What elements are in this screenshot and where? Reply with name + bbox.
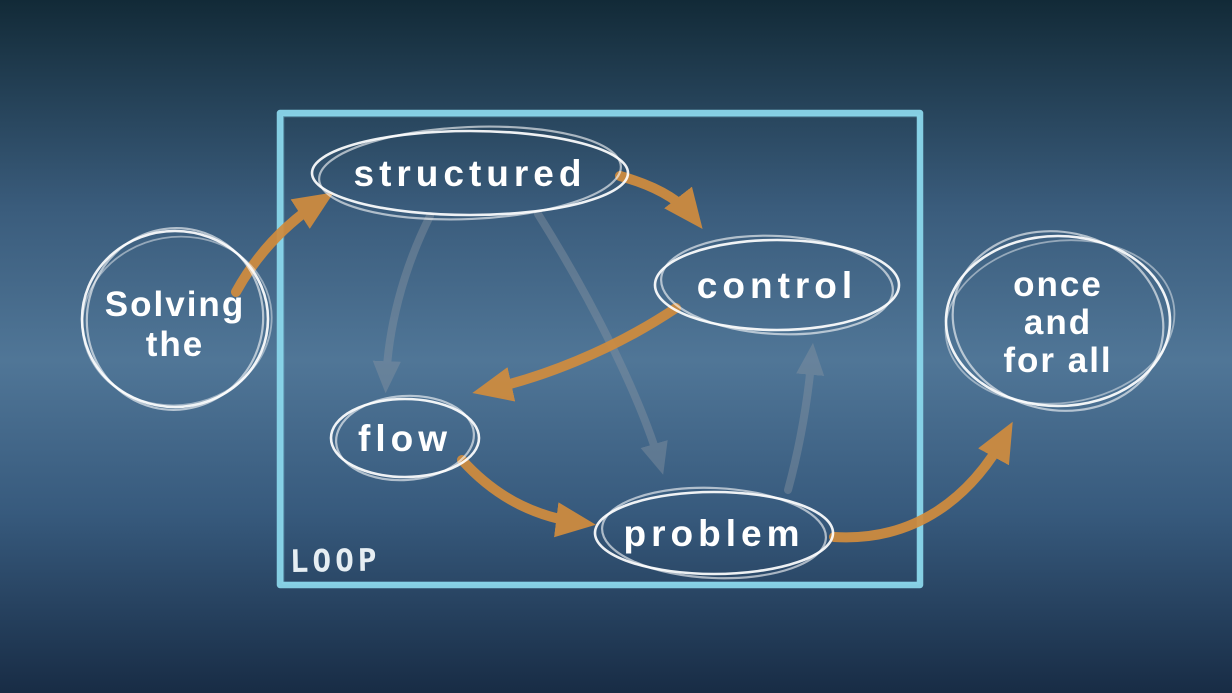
node-outline bbox=[329, 397, 481, 479]
node-outline-sketch bbox=[318, 125, 622, 221]
node-label: once bbox=[1013, 265, 1103, 304]
loop-box: LOOP bbox=[276, 109, 924, 589]
node-outline-sketch bbox=[944, 239, 1176, 405]
node-structured: structured bbox=[310, 125, 630, 221]
node-label: control bbox=[697, 265, 857, 306]
node-outline-sketch bbox=[85, 227, 265, 411]
node-outline-sketch bbox=[81, 235, 273, 407]
node-label: structured bbox=[354, 153, 587, 194]
node-outline-sketch bbox=[951, 230, 1165, 412]
node-outline bbox=[593, 490, 835, 576]
node-label: for all bbox=[1003, 341, 1112, 380]
faded-arrow-problem-to-control bbox=[784, 342, 825, 494]
node-outline-sketch bbox=[660, 234, 894, 336]
arrow-control-to-flow bbox=[472, 303, 681, 402]
node-label: the bbox=[146, 325, 205, 364]
arrow-problem-to-once bbox=[829, 421, 1013, 543]
node-flow: flow bbox=[329, 394, 481, 482]
loop-box-border-sketch bbox=[281, 114, 921, 585]
node-outline-sketch bbox=[335, 394, 475, 482]
loop-box-border bbox=[276, 109, 924, 589]
node-label: problem bbox=[624, 513, 805, 554]
arrow-solving-to-structured bbox=[231, 192, 334, 297]
orange-arrows bbox=[231, 171, 1013, 543]
node-outline-sketch bbox=[600, 486, 828, 580]
node-outline bbox=[944, 234, 1172, 408]
faded-arrow-structured-to-flow bbox=[372, 212, 434, 394]
node-control: control bbox=[653, 234, 901, 336]
node-once-and-for-all: once and for all bbox=[944, 230, 1176, 412]
node-outline bbox=[653, 238, 901, 332]
node-problem: problem bbox=[593, 486, 835, 580]
faded-arrow-structured-to-problem bbox=[534, 210, 668, 475]
node-label: flow bbox=[358, 418, 452, 459]
node-solving-the: Solving the bbox=[80, 227, 273, 411]
node-label: Solving bbox=[105, 285, 245, 324]
node-outline bbox=[80, 229, 270, 409]
loop-box-label: LOOP bbox=[290, 542, 381, 580]
arrow-structured-to-control bbox=[615, 171, 703, 230]
node-outline bbox=[310, 129, 630, 217]
arrow-flow-to-problem bbox=[457, 455, 596, 538]
node-label: and bbox=[1024, 303, 1092, 342]
